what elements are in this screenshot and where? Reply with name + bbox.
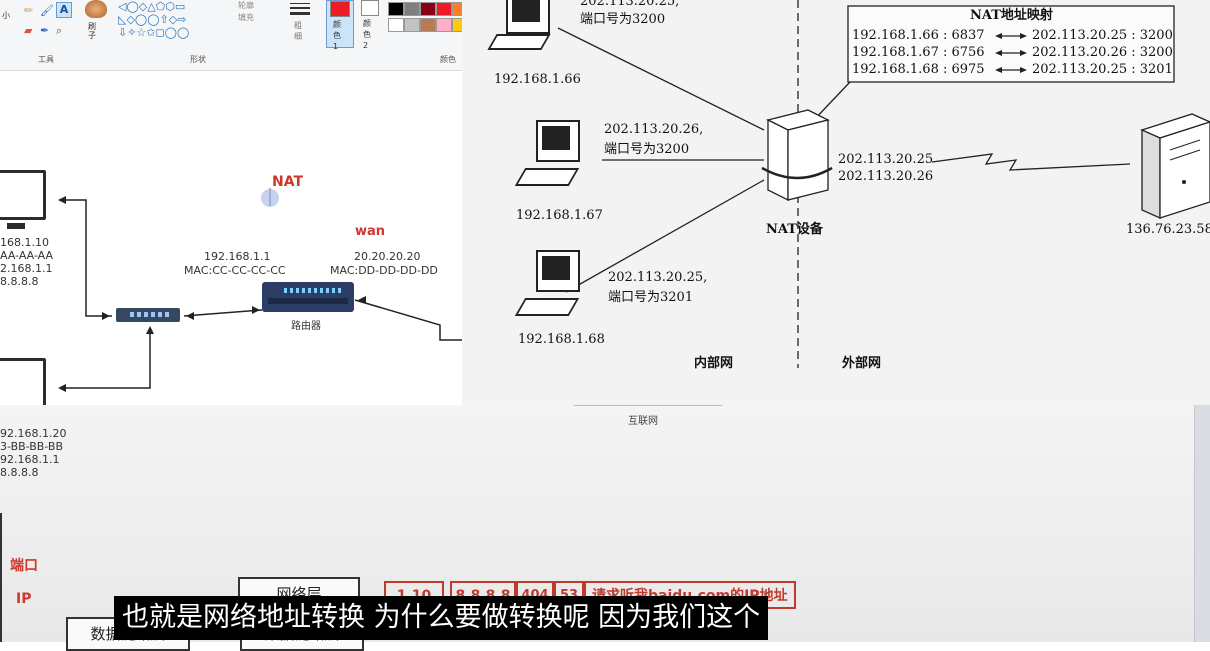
internet-divider [574,405,722,406]
ip-label: IP [16,591,32,607]
pc2-mac: 3-BB-BB-BB [0,440,64,453]
public-ip-2: 202.113.20.26 [838,169,934,184]
host2-computer-icon [514,120,586,200]
pc2-ip: 92.168.1.20 [0,427,67,440]
pc1-monitor-icon [0,170,46,229]
pc1-gateway: 2.168.1.1 [0,262,53,275]
mapping-2-inner: 192.168.1.67 : 6756 [852,45,985,60]
router-lan-ip: 192.168.1.1 [204,250,271,263]
router-wan-ip: 20.20.20.20 [354,250,421,263]
tools-group: ✏ 🖌 A ▰ ✒ ⌕ [20,2,76,48]
router-lan-mac: MAC:CC-CC-CC-CC [184,264,286,277]
router-label: 路由器 [291,321,321,332]
shapes-gallery[interactable]: ◁◯◇△⬠⬡▭ ◺◇◯◯⇧◇⇨ ⇩✧☆✩◻◯◯ [118,0,230,46]
host2-addr: 202.113.20.26, [604,122,704,137]
pencil-icon[interactable]: ✏ [24,4,34,17]
size-button[interactable]: 粗细 [284,0,316,46]
canvas-right-edge [1194,405,1210,642]
outer-network-label: 外部网 [842,356,882,371]
palette-swatch[interactable] [388,2,404,16]
colors-group-label: 颜色 [440,55,456,64]
palette-swatch[interactable] [420,18,436,32]
mapping-title: NAT地址映射 [970,8,1053,23]
nat-textbook-figure: 202.113.20.25, 端口号为3200 192.168.1.66 202… [462,0,1210,405]
host2-ip: 192.168.1.67 [516,208,603,223]
fill-dropdown[interactable]: 填充 [238,13,254,22]
palette-swatch[interactable] [404,2,420,16]
color2-label: 颜色 2 [363,19,371,50]
server-ip: 136.76.23.58 [1126,222,1210,237]
mapping-1-outer: 202.113.20.25 : 3200 [1032,28,1173,43]
public-ip-1: 202.113.20.25 [838,152,934,167]
host3-addr: 202.113.20.25, [608,270,708,285]
paint-ribbon: 小 ✏ 🖌 A ▰ ✒ ⌕ 工具 刷子 ◁◯◇△⬠⬡▭ ◺◇◯◯⇧◇⇨ ⇩✧☆✩… [0,0,484,71]
line-size-icon [290,3,310,15]
lan-diagram-lines [58,188,462,392]
left-border-line [0,513,2,642]
router-wan-mac: MAC:DD-DD-DD-DD [330,264,438,277]
pc1-dns: 8.8.8.8 [0,275,39,288]
shape-row-2: ◺◇◯◯⇧◇⇨ [118,13,187,26]
magnifier-icon[interactable]: ⌕ [56,24,63,37]
palette-swatch[interactable] [436,2,452,16]
outline-dropdown[interactable]: 轮廓 [238,1,254,10]
eraser-icon[interactable]: ▰ [24,24,33,37]
color-picker-icon[interactable]: ✒ [40,24,50,37]
palette-swatch[interactable] [388,18,404,32]
router-icon [262,282,354,312]
palette-swatch[interactable] [420,2,436,16]
server-icon [1140,113,1210,220]
mapping-3-outer: 202.113.20.25 : 3201 [1032,62,1173,77]
tools-group-label: 工具 [38,55,54,64]
fill-bucket-icon[interactable]: 🖌 [40,4,54,17]
host3-ip: 192.168.1.68 [518,332,605,347]
host3-computer-icon [514,250,586,330]
inner-network-label: 内部网 [694,356,734,371]
shapes-group-label: 形状 [190,55,206,64]
internet-label: 互联网 [628,416,658,427]
pc2-info: 92.168.1.20 3-BB-BB-BB 92.168.1.1 8.8.8.… [0,427,66,479]
lan-diagram: 168.1.10 AA-AA-AA 2.168.1.1 8.8.8.8 92.1… [0,70,462,479]
video-subtitle: 也就是网络地址转换 为什么要做转换呢 因为我们这个 [114,596,769,640]
color2-swatch [361,0,379,16]
pc1-ip: 168.1.10 [0,236,49,249]
mapping-3-inner: 192.168.1.68 : 6975 [852,62,985,77]
wan-label: wan [355,224,386,239]
text-tool-icon[interactable]: A [56,2,72,18]
brush-button[interactable]: 刷子 [82,0,112,46]
color-palette [386,0,484,46]
palette-swatch[interactable] [436,18,452,32]
color2-button[interactable]: 颜色 2 [358,0,382,50]
nat-figure-lines [557,0,1210,368]
color1-button[interactable]: 颜色 1 [326,0,354,51]
brush-icon [85,0,107,18]
pc2-monitor-icon [0,358,46,417]
palette-swatch[interactable] [404,18,420,32]
pc1-mac: AA-AA-AA [0,249,54,262]
zoom-small-label: 小 [2,11,10,20]
host3-port: 端口号为3201 [608,290,694,305]
nat-label: NAT [272,174,304,190]
pc2-gateway: 92.168.1.1 [0,453,60,466]
mapping-1-inner: 192.168.1.66 : 6837 [852,28,985,43]
brush-label: 刷子 [88,22,96,40]
host2-port: 端口号为3200 [604,142,690,157]
pc1-info: 168.1.10 AA-AA-AA 2.168.1.1 8.8.8.8 [0,236,53,288]
host1-port: 端口号为3200 [580,12,666,27]
size-label: 粗细 [294,21,302,41]
mapping-2-outer: 202.113.20.26 : 3200 [1032,45,1173,60]
port-label: 端口 [10,558,38,574]
color1-label: 颜色 1 [333,20,341,51]
shape-row-3: ⇩✧☆✩◻◯◯ [118,26,190,39]
switch-icon [116,308,180,322]
shape-row-1: ◁◯◇△⬠⬡▭ [118,0,186,13]
pc2-dns: 8.8.8.8 [0,466,39,479]
color1-swatch [330,1,350,17]
host1-ip: 192.168.1.66 [494,72,581,87]
host1-computer-icon [487,0,558,54]
nat-device-icon [761,109,833,202]
host1-addr: 202.113.20.25, [580,0,680,9]
nat-device-label: NAT设备 [766,222,823,237]
